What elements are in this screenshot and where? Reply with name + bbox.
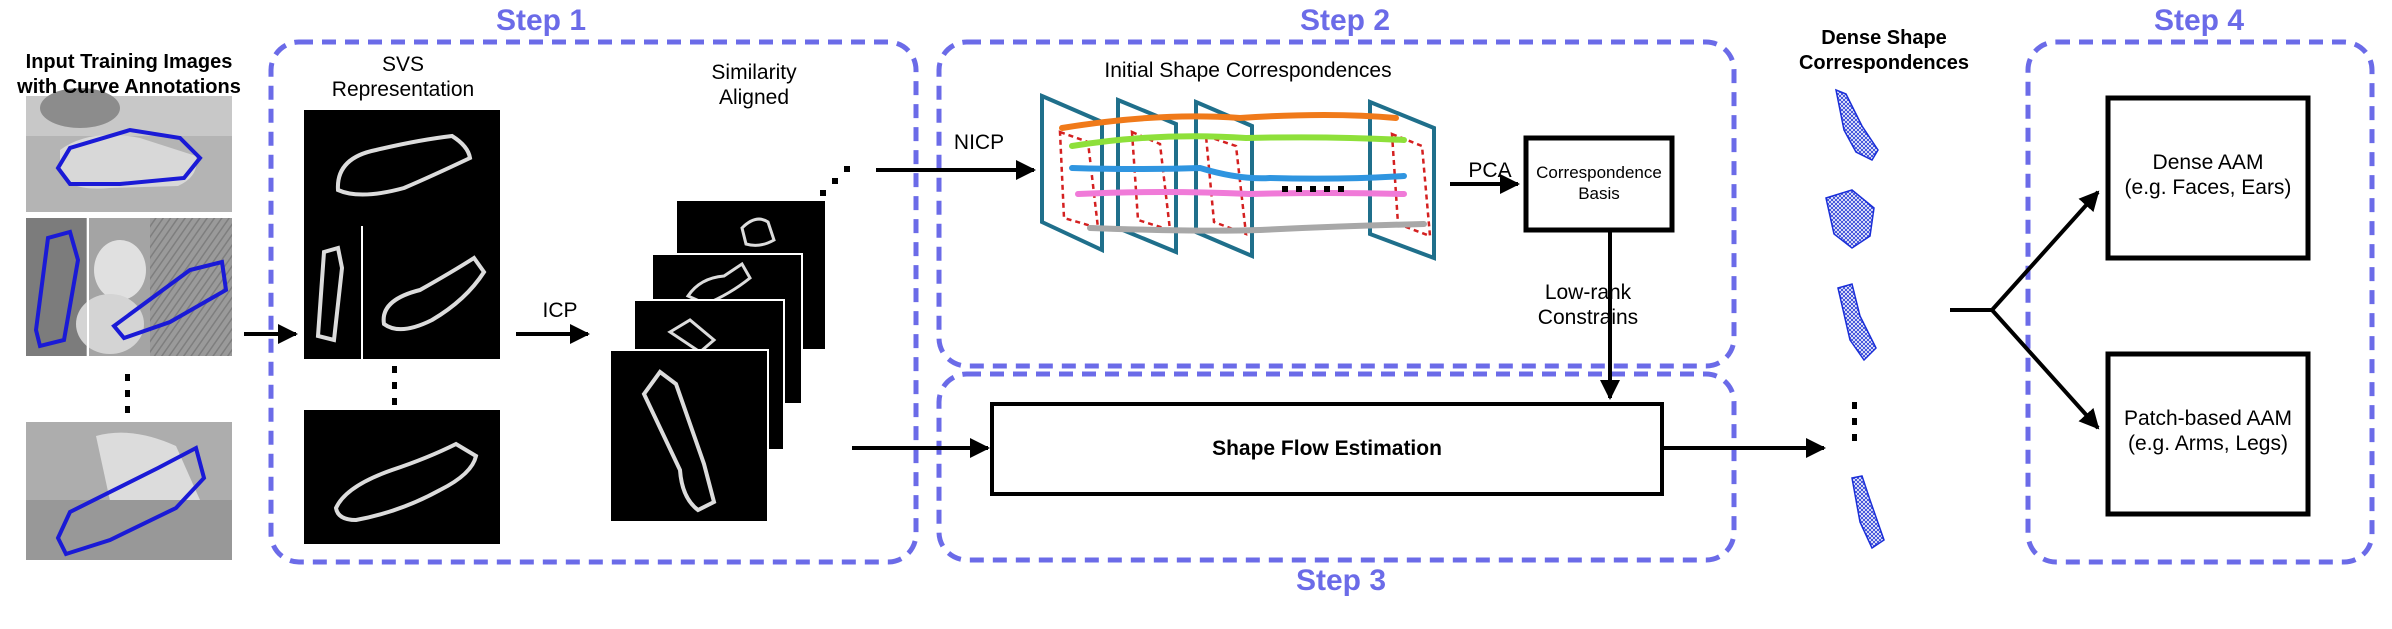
step1-box: [268, 39, 919, 565]
correspondence-dashed: [1058, 130, 1432, 238]
initial-corr-label: Initial Shape Correspondences: [1104, 59, 1392, 82]
input-photo-3: [26, 422, 232, 560]
step3-box: [936, 371, 1737, 563]
correspondence-basis-box: [1523, 135, 1675, 233]
fork-arrows: [1950, 190, 2100, 430]
shape-flow-box: [990, 402, 1664, 496]
patch-aam-box: [2105, 351, 2311, 517]
icp-label: ICP: [542, 299, 578, 322]
dense-aam-box: [2105, 95, 2311, 261]
shape-flow-label: Shape Flow Estimation: [1212, 437, 1442, 460]
input-vdots: [125, 374, 130, 413]
similarity-label: Similarity Aligned: [711, 61, 797, 109]
input-photo-1: [26, 88, 232, 212]
svs-label: SVS Representation: [331, 53, 475, 101]
svs-vdots: [392, 366, 397, 405]
step2-label: Step 2: [1300, 4, 1391, 37]
mesh-vdots: [1852, 402, 1857, 441]
patch-aam-label: Patch-based AAM (e.g. Arms, Legs): [2123, 407, 2293, 455]
svs-thumbnail-1: [304, 110, 500, 226]
low-rank-label: Low-rank Constrains: [1537, 281, 1639, 329]
step1-label: Step 1: [496, 4, 587, 37]
dense-aam-label: Dense AAM (e.g. Faces, Ears): [2124, 151, 2292, 199]
step3-label: Step 3: [1296, 564, 1387, 597]
input-photo-2: [26, 218, 232, 356]
input-images-label: Input Training Images with Curve Annotat…: [17, 51, 241, 98]
dense-meshes: [1825, 88, 1885, 550]
svs-thumbnail-3: [304, 410, 500, 544]
correspondence-curves: [1059, 112, 1427, 234]
svs-thumbnail-2: [304, 226, 500, 359]
aligned-diag-dots: [820, 166, 850, 196]
step4-label: Step 4: [2154, 4, 2245, 37]
dense-corr-label: Dense Shape Correspondences: [1798, 27, 1970, 74]
corr-basis-label: Correspondence Basis: [1536, 163, 1662, 203]
nicp-label: NICP: [953, 131, 1005, 154]
pca-label: PCA: [1468, 159, 1512, 182]
plane-dots: [1282, 186, 1344, 192]
aligned-stack: [609, 199, 827, 523]
step4-box: [2025, 39, 2375, 565]
step2-box: [936, 39, 1737, 369]
